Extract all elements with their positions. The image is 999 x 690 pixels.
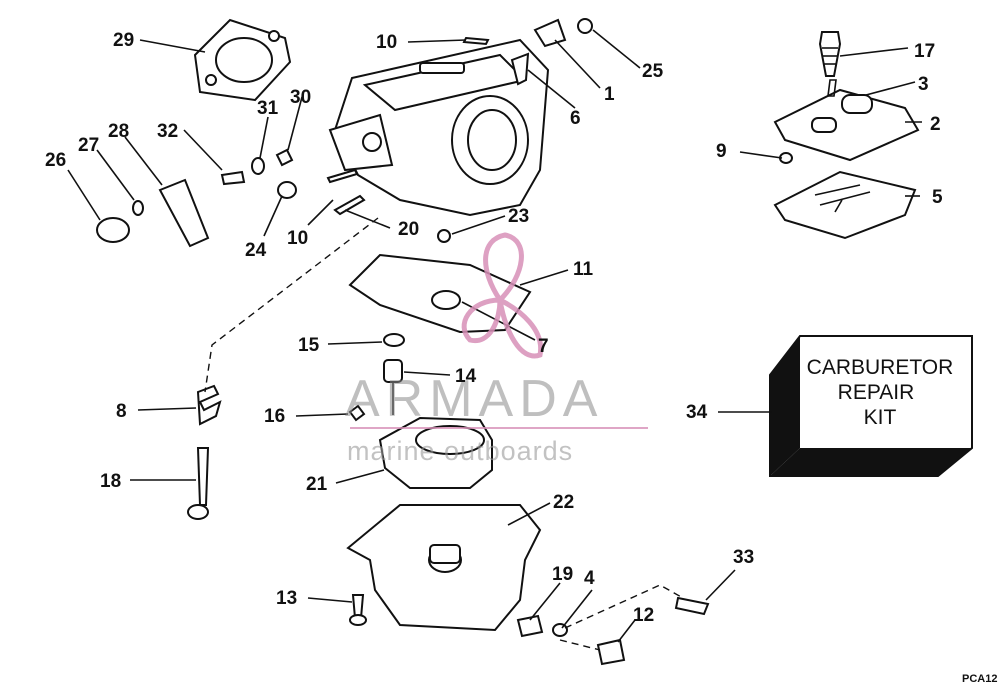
callout-26: 26 [45,150,66,171]
callout-14: 14 [455,366,477,387]
callout-11: 11 [573,259,594,280]
spring-8 [196,384,222,426]
callout-5: 5 [932,187,943,208]
callout-15: 15 [298,335,320,356]
callout-18: 18 [100,471,121,492]
idle-screw-18 [187,447,210,520]
gasket-29 [193,18,292,102]
callout-32: 32 [157,121,178,142]
callout-24: 24 [245,240,267,261]
callout-31: 31 [257,98,279,119]
cover-2 [773,79,920,162]
callout-28: 28 [108,121,129,142]
kit-label-line-3: KIT [864,406,897,429]
callout-30: 30 [290,87,311,108]
callout-10-top: 10 [376,32,397,53]
callout-numbers: 1 2 3 4 5 6 7 8 9 10 10 11 12 13 14 15 1… [45,30,943,626]
callout-33: 33 [733,547,754,568]
leader-lines [67,29,922,643]
callout-8: 8 [116,401,127,422]
callout-16: 16 [264,406,285,427]
callout-21: 21 [306,474,328,495]
screw-17 [818,31,842,77]
watermark: ARMADA marine outboards [345,232,648,466]
kit-label-line-1: CARBURETOR [807,356,954,379]
callout-7: 7 [538,336,549,357]
callout-19: 19 [552,564,573,585]
callout-27: 27 [78,135,99,156]
callout-12: 12 [633,605,654,626]
propeller-logo [461,232,544,359]
callout-29: 29 [113,30,134,51]
callout-10-bottom: 10 [287,228,308,249]
figure-code: PCA12 [962,673,997,685]
small-parts [96,18,793,666]
callout-34: 34 [686,402,708,423]
callout-22: 22 [553,492,574,513]
callout-6: 6 [570,108,581,129]
needle-valve-14 [383,359,403,415]
assembly-lines [204,217,684,651]
callout-4: 4 [584,568,595,589]
kit-label-line-2: REPAIR [838,381,915,404]
callout-2: 2 [930,114,941,135]
callout-25: 25 [642,61,664,82]
callout-23: 23 [508,206,529,227]
callout-9: 9 [716,141,727,162]
callout-13: 13 [276,588,297,609]
callout-20: 20 [398,219,419,240]
watermark-tagline: marine outboards [347,436,573,466]
callout-17: 17 [914,41,935,62]
gasket-5 [773,170,917,240]
float-21 [378,416,493,489]
carburetor-body [328,38,550,217]
repair-kit-box-34: CARBURETOR REPAIR KIT [769,335,973,477]
watermark-brand: ARMADA [345,370,603,428]
callout-1: 1 [604,84,615,105]
float-bowl-22 [346,504,542,632]
callout-3: 3 [918,74,929,95]
